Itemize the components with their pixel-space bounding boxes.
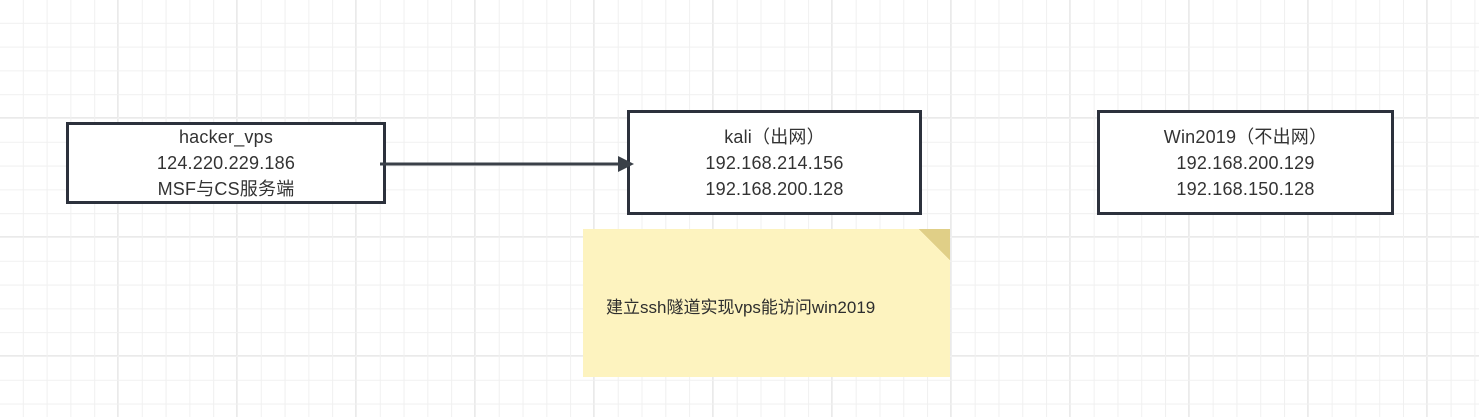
node-kali-line-2: 192.168.214.156 xyxy=(705,152,844,173)
sticky-note-text: 建立ssh隧道实现vps能访问win2019 xyxy=(606,298,876,317)
sticky-note-fold-corner-icon xyxy=(919,229,950,260)
node-win2019[interactable]: Win2019（不出网） 192.168.200.129 192.168.150… xyxy=(1097,110,1394,215)
node-win2019-line-2: 192.168.200.129 xyxy=(1176,152,1315,173)
node-hacker-vps-line-1: hacker_vps xyxy=(178,127,274,147)
node-kali-line-1: kali（出网） xyxy=(724,126,825,147)
node-hacker-vps[interactable]: hacker_vps 124.220.229.186 MSF与CS服务端 xyxy=(66,122,386,204)
node-kali[interactable]: kali（出网） 192.168.214.156 192.168.200.128 xyxy=(627,110,922,215)
node-win2019-line-3: 192.168.150.128 xyxy=(1176,178,1315,199)
arrow-vps-to-kali-icon[interactable] xyxy=(380,148,634,180)
node-win2019-line-1: Win2019（不出网） xyxy=(1163,126,1328,147)
node-hacker-vps-line-2: 124.220.229.186 xyxy=(156,153,296,173)
node-hacker-vps-line-3: MSF与CS服务端 xyxy=(157,179,295,199)
sticky-note[interactable]: 建立ssh隧道实现vps能访问win2019 xyxy=(583,229,950,377)
node-kali-line-3: 192.168.200.128 xyxy=(705,178,844,199)
